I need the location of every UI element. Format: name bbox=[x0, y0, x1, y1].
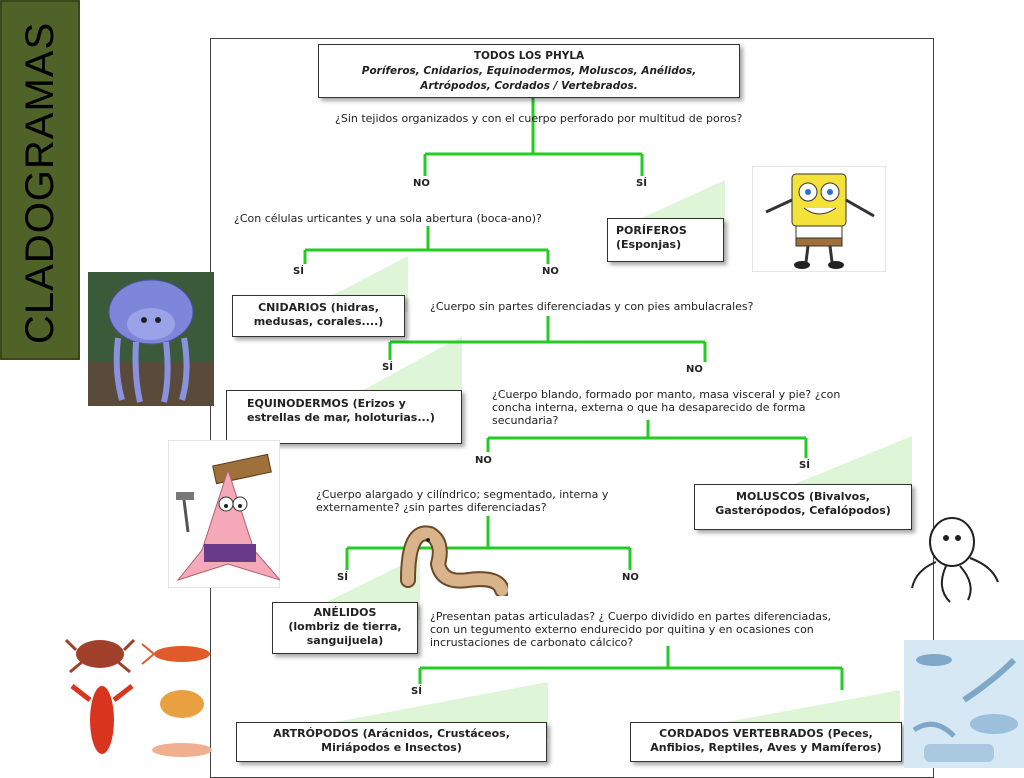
label-si-1: SÍ bbox=[636, 178, 647, 189]
question-4: ¿Cuerpo blando, formado por manto, masa … bbox=[492, 388, 840, 427]
label-no-3: NO bbox=[686, 364, 703, 375]
branch-lines bbox=[303, 98, 844, 690]
taxon-poriferos: PORÍFEROS (Esponjas) bbox=[607, 218, 724, 262]
taxon-cnidarios: CNIDARIOS (hidras, medusas, corales....) bbox=[232, 295, 405, 337]
taxon-anelidos-line-2: (lombriz de tierra, bbox=[288, 620, 402, 633]
question-5-line-2: externamente? ¿sin partes diferenciadas? bbox=[316, 501, 547, 514]
taxon-moluscos-line-1: MOLUSCOS (Bivalvos, bbox=[736, 490, 870, 503]
question-6-line-2: con un tegumento externo endurecido por … bbox=[430, 623, 814, 636]
worm-drawing bbox=[400, 525, 508, 596]
question-4-line-2: concha interna, externa o que ha desapar… bbox=[492, 401, 806, 414]
taxon-anelidos: ANÉLIDOS (lombriz de tierra, sanguijuela… bbox=[272, 602, 418, 654]
taxon-cordados-line-1: CORDADOS VERTEBRADOS (Peces, bbox=[659, 727, 873, 740]
taxon-artropodos-line-2: Miriápodos e Insectos) bbox=[321, 741, 462, 754]
starfish-character bbox=[168, 440, 280, 588]
question-4-line-1: ¿Cuerpo blando, formado por manto, masa … bbox=[492, 388, 841, 401]
taxon-poriferos-examples: (Esponjas) bbox=[616, 238, 682, 251]
label-si-5: SÍ bbox=[337, 572, 348, 583]
question-6: ¿Presentan patas articuladas? ¿ Cuerpo d… bbox=[430, 610, 831, 649]
taxon-equinodermos-line-2: estrellas de mar, holoturias...) bbox=[247, 411, 435, 424]
taxon-cnidarios-line-1: CNIDARIOS (hidras, bbox=[258, 301, 379, 314]
vertebrate-fossils-image bbox=[904, 640, 1024, 768]
taxon-cordados-line-2: Anfibios, Reptiles, Aves y Mamíferos) bbox=[650, 741, 882, 754]
root-line-1: Poríferos, Cnidarios, Equinodermos, Molu… bbox=[361, 65, 697, 77]
label-no-2: NO bbox=[542, 266, 559, 277]
crustaceans-image bbox=[64, 638, 212, 757]
question-3: ¿Cuerpo sin partes diferenciadas y con p… bbox=[430, 300, 754, 313]
root-line-2: Artrópodos, Cordados / Vertebrados. bbox=[420, 80, 638, 92]
taxon-cordados: CORDADOS VERTEBRADOS (Peces, Anfibios, R… bbox=[630, 722, 902, 762]
taxon-poriferos-name: PORÍFEROS bbox=[616, 224, 687, 237]
label-no-4: NO bbox=[475, 455, 492, 466]
question-2: ¿Con células urticantes y una sola abert… bbox=[234, 212, 542, 225]
taxon-equinodermos: EQUINODERMOS (Erizos y estrellas de mar,… bbox=[226, 390, 462, 444]
taxon-cnidarios-line-2: medusas, corales....) bbox=[253, 315, 384, 328]
taxon-anelidos-line-1: ANÉLIDOS bbox=[313, 606, 377, 619]
sponge-character bbox=[752, 166, 886, 272]
taxon-equinodermos-line-1: EQUINODERMOS (Erizos y bbox=[247, 397, 406, 410]
taxon-artropodos-line-1: ARTRÓPODOS (Arácnidos, Crustáceos, bbox=[273, 727, 510, 740]
label-no-1: NO bbox=[413, 178, 430, 189]
label-si-6: SÍ bbox=[411, 686, 422, 697]
jellyfish-image bbox=[88, 272, 214, 406]
label-si-2: SÍ bbox=[293, 266, 304, 277]
taxon-moluscos: MOLUSCOS (Bivalvos, Gasterópodos, Cefaló… bbox=[694, 484, 912, 530]
label-si-3: SÍ bbox=[382, 362, 393, 373]
root-title: TODOS LOS PHYLA bbox=[473, 50, 585, 62]
question-6-line-3: incrustaciones de carbonato cálcico? bbox=[430, 636, 634, 649]
root-box: TODOS LOS PHYLA Poríferos, Cnidarios, Eq… bbox=[318, 44, 740, 98]
octopus-drawing bbox=[911, 517, 999, 603]
taxon-artropodos: ARTRÓPODOS (Arácnidos, Crustáceos, Miriá… bbox=[236, 722, 547, 762]
label-no-5: NO bbox=[622, 572, 639, 583]
question-6-line-1: ¿Presentan patas articuladas? ¿ Cuerpo d… bbox=[430, 610, 832, 623]
question-1: ¿Sin tejidos organizados y con el cuerpo… bbox=[335, 112, 743, 125]
question-5-line-1: ¿Cuerpo alargado y cilíndrico; segmentad… bbox=[316, 488, 609, 501]
question-4-line-3: secundaria? bbox=[492, 414, 559, 427]
label-si-4: SÍ bbox=[799, 460, 810, 471]
sidebar-panel: CLADOGRAMAS bbox=[0, 0, 80, 360]
taxon-moluscos-line-2: Gasterópodos, Cefalópodos) bbox=[715, 504, 891, 517]
question-5: ¿Cuerpo alargado y cilíndrico; segmentad… bbox=[316, 488, 608, 514]
taxon-anelidos-line-3: sanguijuela) bbox=[306, 634, 384, 647]
